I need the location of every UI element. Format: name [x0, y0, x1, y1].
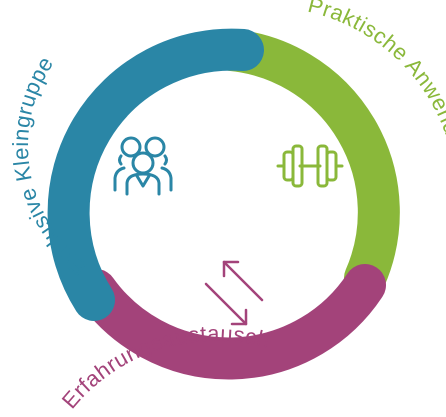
ring-segment-anwendung — [210, 29, 400, 299]
ring — [47, 28, 400, 380]
group-people-icon — [113, 136, 173, 196]
dumbbell-icon — [276, 144, 344, 188]
ring-segment-austausch — [75, 264, 386, 380]
ring-segment-kleingruppe — [47, 28, 264, 321]
exchange-arrows-icon — [204, 260, 264, 326]
